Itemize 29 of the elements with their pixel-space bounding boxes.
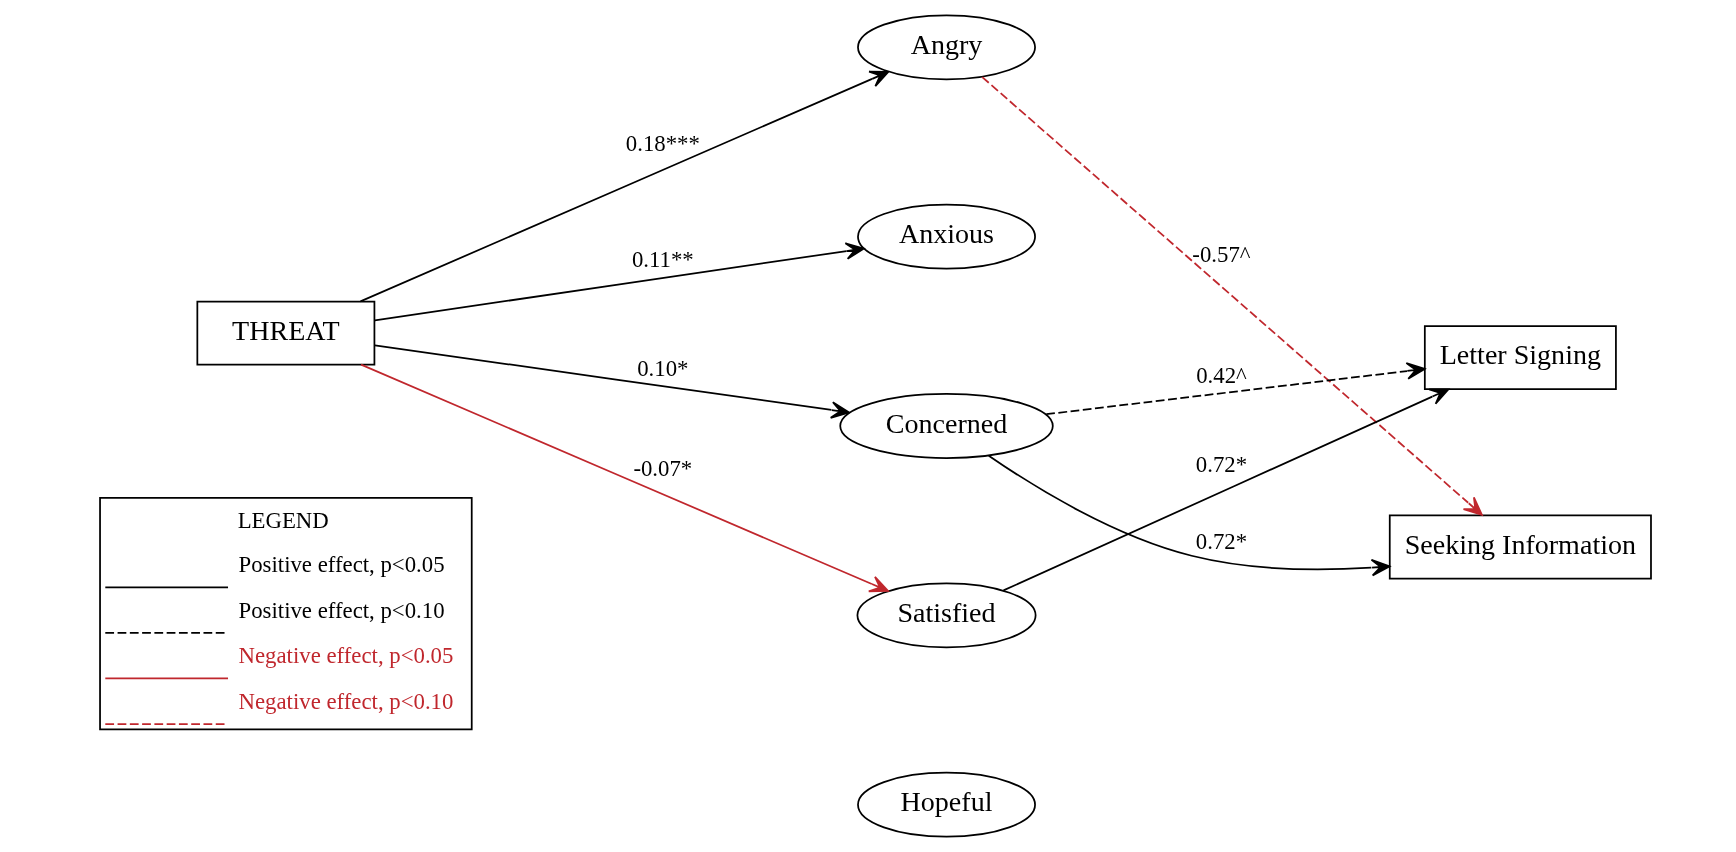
node-box: Letter Signing	[1423, 325, 1617, 391]
edge-label: 0.42^	[1195, 362, 1247, 388]
node-ellipse: Anxious	[856, 203, 1036, 270]
node-box: THREAT	[195, 300, 375, 366]
node-box: Seeking Information	[1388, 514, 1652, 580]
edge-label: 0.11**	[631, 247, 694, 273]
arrow	[1044, 362, 1426, 416]
arrow	[373, 242, 865, 322]
node-ellipse: Concerned	[838, 393, 1054, 459]
edge-label: 0.72*	[1195, 452, 1247, 478]
edge-label: 0.10*	[636, 355, 688, 381]
arrow	[373, 344, 850, 419]
arrow	[1002, 388, 1449, 592]
legend-label: Negative effect, p<0.10	[238, 688, 453, 714]
arrow	[980, 76, 1483, 516]
node-ellipse: Hopeful	[856, 771, 1036, 838]
legend-label: Positive effect, p<0.05	[238, 552, 445, 578]
arrow	[359, 70, 889, 303]
node-ellipse: Satisfied	[856, 582, 1036, 649]
arrow	[359, 363, 889, 593]
edge-label: -0.57^	[1191, 241, 1251, 267]
edge-label: 0.72*	[1195, 529, 1247, 555]
arrow	[987, 454, 1390, 577]
node-ellipse: Angry	[856, 14, 1036, 81]
edge-label: -0.07*	[632, 455, 692, 481]
legend-label: Negative effect, p<0.05	[238, 643, 453, 669]
legend-label: Positive effect, p<0.10	[238, 597, 445, 623]
label: LEGEND	[237, 508, 329, 534]
edge-label: 0.18***	[625, 131, 700, 157]
